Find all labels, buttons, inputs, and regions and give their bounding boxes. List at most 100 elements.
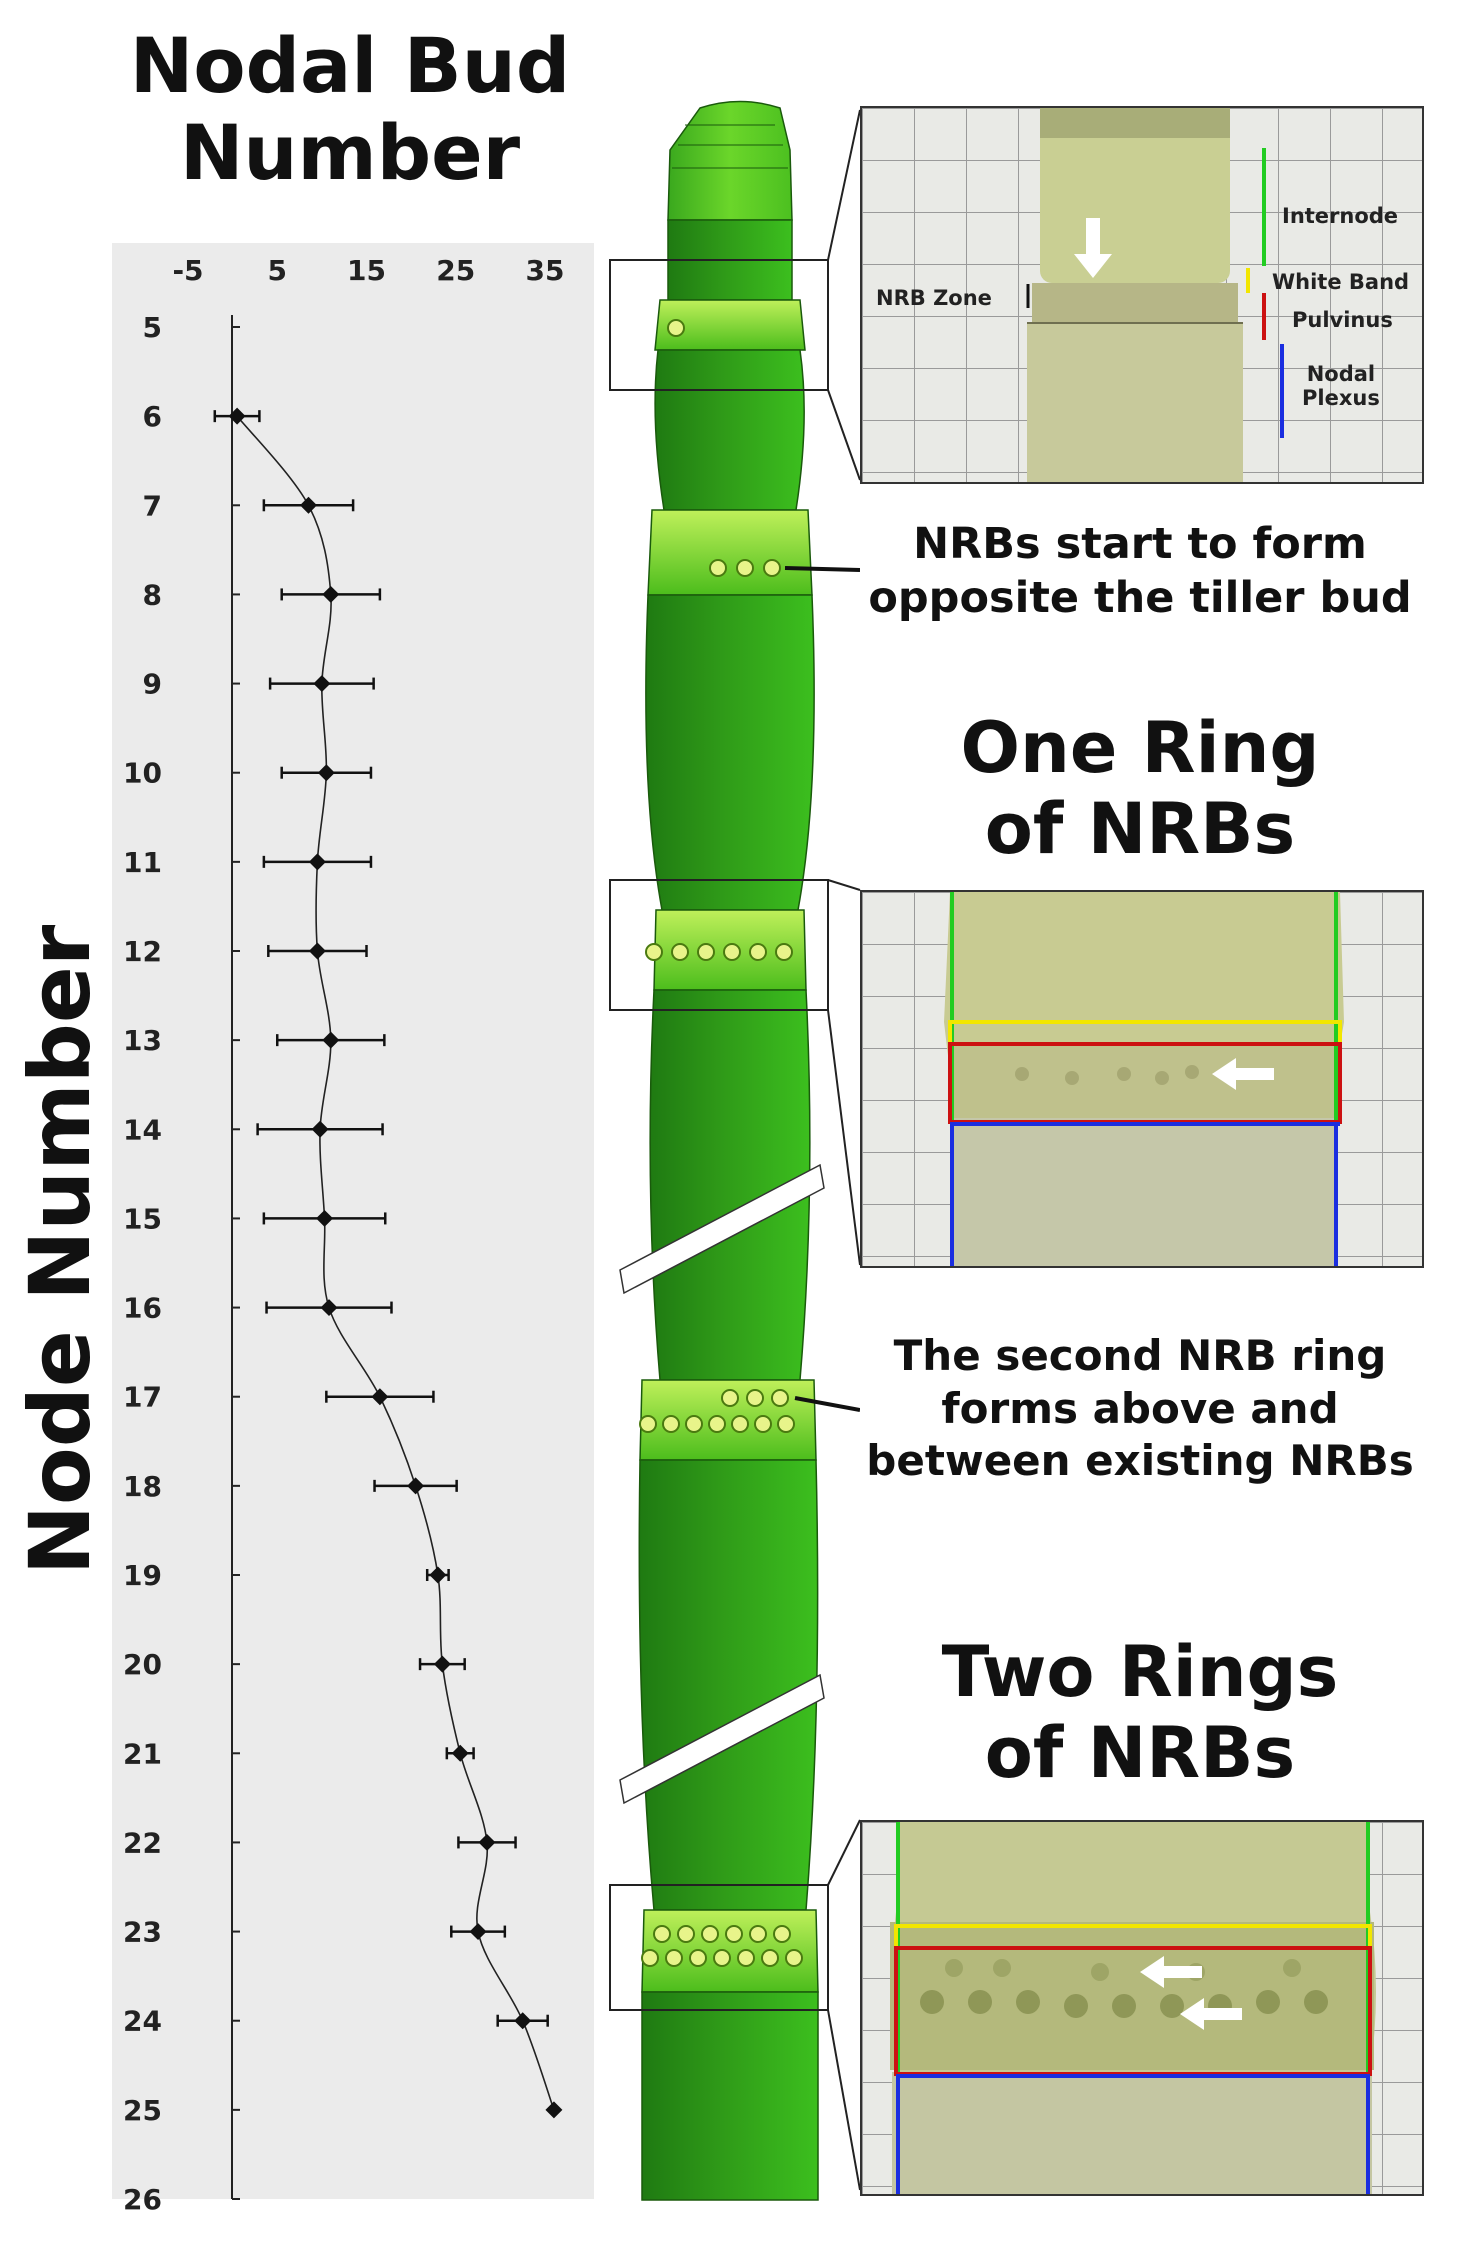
nrb-bud [645, 943, 663, 961]
photo-two-rings [860, 1820, 1424, 2196]
nrb-bud [709, 559, 727, 577]
nrb-bud [763, 559, 781, 577]
heading-two-rings: Two Rings of NRBs [941, 1631, 1339, 1794]
nrb-bud [731, 1415, 749, 1433]
nrb-bud [736, 559, 754, 577]
y-tick-label: 14 [123, 1113, 162, 1146]
label-internode: Internode [1282, 204, 1399, 228]
annotation-second-ring: The second NRB ring forms above and betw… [866, 1331, 1414, 1485]
stem-node [647, 509, 813, 596]
heading-one-ring: One Ring of NRBs [960, 707, 1320, 870]
y-tick-label: 15 [123, 1202, 162, 1235]
arrow-icon [1074, 218, 1112, 278]
nrb-bud [713, 1949, 731, 1967]
nrb-bud [771, 1389, 789, 1407]
chart-title: Nodal Bud Number [40, 22, 660, 197]
y-tick-label: 20 [123, 1648, 162, 1681]
arrow-icon [1180, 1998, 1242, 2030]
callout-line [794, 1396, 860, 1412]
label-pulvinus: Pulvinus [1292, 308, 1393, 332]
data-point [308, 942, 326, 960]
nrb-bud [665, 1949, 683, 1967]
data-point [322, 585, 340, 603]
x-tick-label: -5 [172, 254, 203, 287]
data-point [545, 2101, 563, 2119]
nrb-bud [754, 1415, 772, 1433]
chart-title-line1: Nodal Bud [129, 21, 571, 110]
label-nodal-plexus: Nodal Plexus [1302, 362, 1380, 411]
nrb-bud [721, 1389, 739, 1407]
nrb-bud [641, 1949, 659, 1967]
y-tick-label: 25 [123, 2094, 162, 2127]
data-point [308, 853, 326, 871]
photo-one-ring [860, 890, 1424, 1268]
nrb-bud [761, 1949, 779, 1967]
photo-stem [890, 1822, 1376, 2194]
x-tick-label: 5 [268, 254, 287, 287]
x-tick-label: 35 [526, 254, 565, 287]
stem-segment [654, 349, 805, 511]
photo-stem [944, 892, 1344, 1266]
y-tick-label: 18 [123, 1470, 162, 1503]
plot-area [112, 243, 594, 2199]
nrb-bud [677, 1925, 695, 1943]
label-nrb-zone: NRB Zone [876, 286, 992, 310]
nrb-bud [785, 1949, 803, 1967]
nrb-bud [749, 943, 767, 961]
stem-segment [645, 594, 815, 911]
x-tick-label: 25 [436, 254, 475, 287]
zoom-box [609, 259, 829, 391]
y-tick-label: 5 [143, 311, 162, 344]
y-tick-label: 24 [123, 2005, 162, 2038]
y-tick-label: 12 [123, 935, 162, 968]
y-tick-label: 6 [143, 400, 162, 433]
stem-break [619, 1163, 825, 1295]
y-tick-label: 22 [123, 1826, 162, 1859]
stem-segment [641, 1991, 819, 2201]
arrow-icon [1212, 1058, 1274, 1090]
nrb-bud [749, 1925, 767, 1943]
photo-stem [1026, 108, 1284, 482]
y-tick-label: 21 [123, 1737, 162, 1770]
nrb-bud [662, 1415, 680, 1433]
nrb-bud [746, 1389, 764, 1407]
nrb-bud [685, 1415, 703, 1433]
y-tick-label: 16 [123, 1292, 162, 1325]
y-tick-label: 10 [123, 757, 162, 790]
x-tick-label: 15 [347, 254, 386, 287]
nrb-bud [689, 1949, 707, 1967]
y-tick-label: 19 [123, 1559, 162, 1592]
annotation-nrb-start: NRBs start to form opposite the tiller b… [868, 519, 1412, 623]
stem-break [619, 1673, 825, 1805]
nrb-bud [773, 1925, 791, 1943]
data-point [514, 2012, 532, 2030]
nrb-bud [671, 943, 689, 961]
y-tick-label: 7 [143, 489, 162, 522]
label-white-band: White Band [1272, 270, 1410, 294]
callout-line [784, 566, 860, 572]
photo-node-zones: Internode White Band Pulvinus Nodal Plex… [860, 106, 1424, 484]
data-point [228, 407, 246, 425]
stem-segment [638, 1459, 819, 1911]
zoom-box [609, 1884, 829, 2011]
chart-title-line2: Number [179, 108, 521, 198]
stem-tip [667, 100, 793, 221]
arrow-icon [1140, 1956, 1202, 1988]
zoom-connectors [827, 109, 861, 2191]
y-tick-label: 26 [123, 2183, 162, 2216]
y-tick-label: 17 [123, 1381, 162, 1414]
data-point [317, 764, 335, 782]
y-tick-label: 11 [123, 846, 162, 879]
nrb-bud [723, 943, 741, 961]
nrb-bud [639, 1415, 657, 1433]
nrb-bud [777, 1415, 795, 1433]
nrb-bud [653, 1925, 671, 1943]
y-tick-label: 23 [123, 1916, 162, 1949]
nrb-bud [667, 319, 685, 337]
nrb-bud [737, 1949, 755, 1967]
nrb-bud [701, 1925, 719, 1943]
stem-illustration [609, 100, 860, 2201]
nrb-bud [725, 1925, 743, 1943]
data-point [300, 496, 317, 514]
